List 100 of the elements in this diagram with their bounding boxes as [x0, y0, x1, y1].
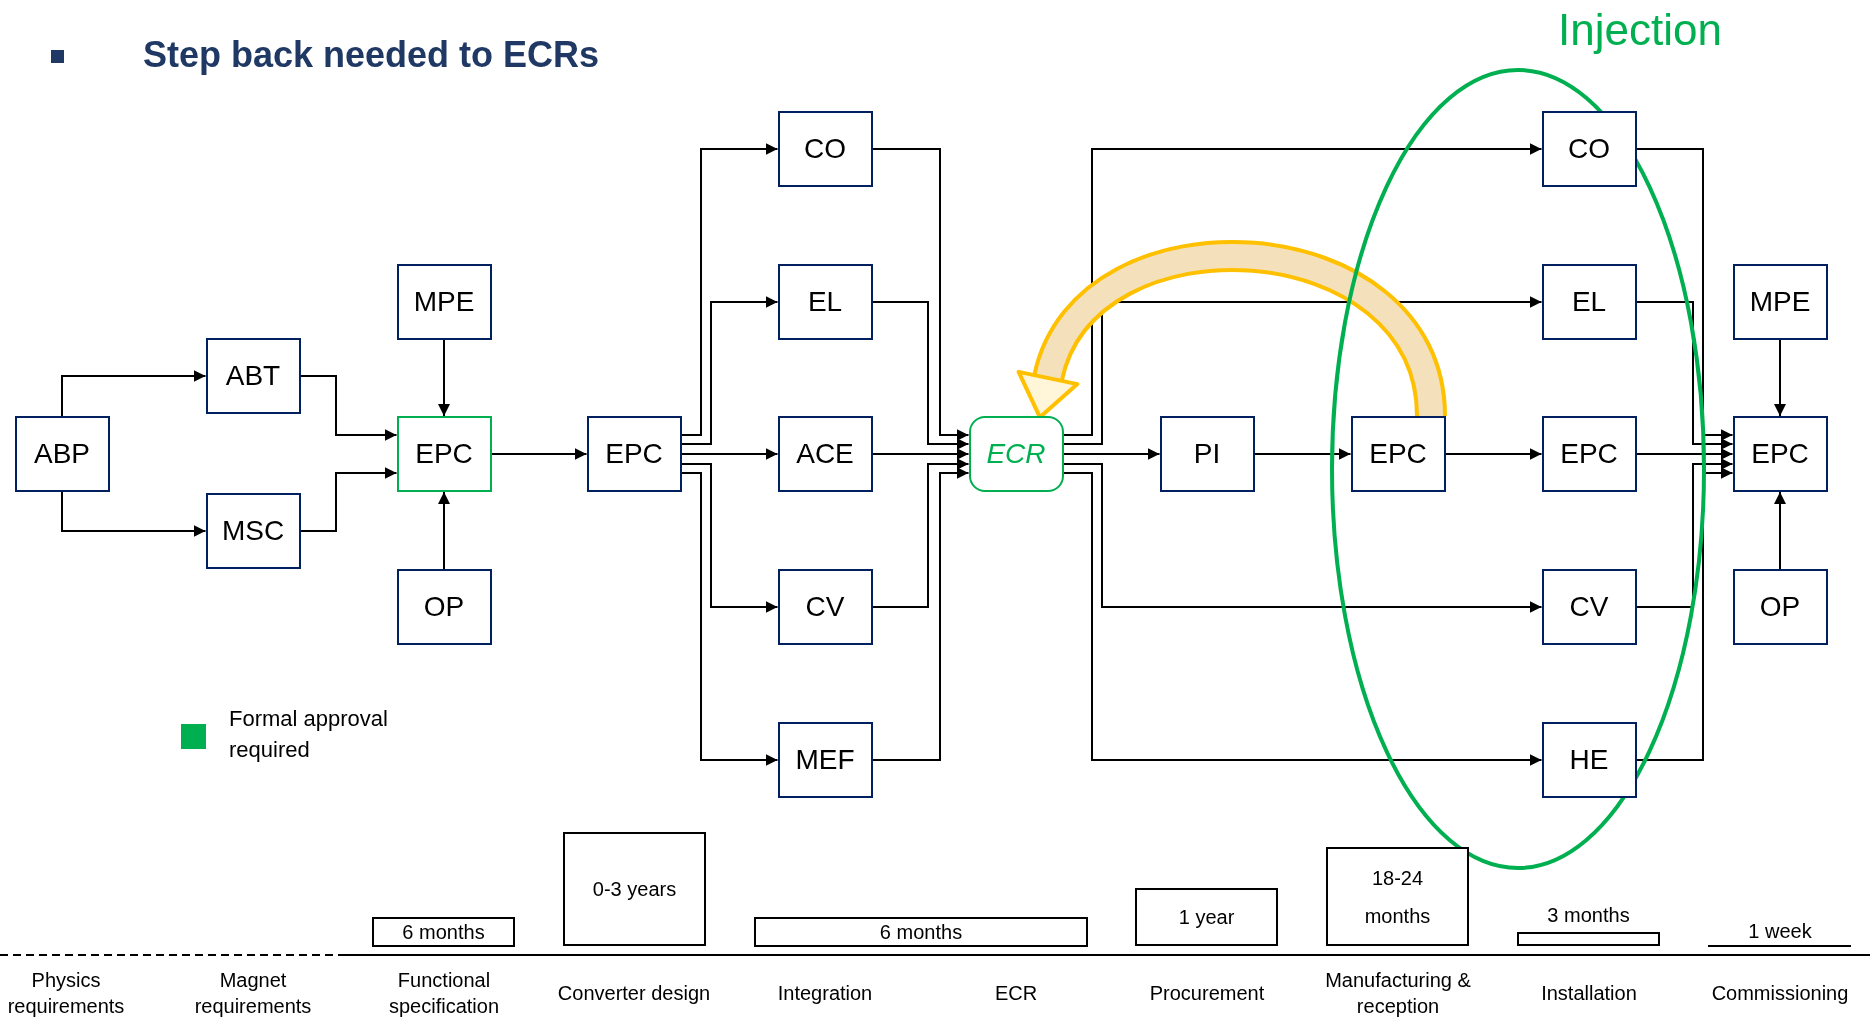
arrow	[1062, 472, 1543, 766]
box-label: PI	[1193, 438, 1221, 470]
arrow	[1253, 448, 1352, 460]
arrow	[1062, 463, 1543, 613]
process-box	[1541, 264, 1637, 340]
arrow	[871, 448, 970, 460]
arrow	[871, 458, 970, 608]
box-label: CO	[804, 133, 846, 165]
duration-label: 1 week	[1747, 919, 1813, 944]
arrow	[871, 467, 970, 761]
duration-label: 1 year	[1178, 905, 1235, 929]
arrow	[1635, 458, 1734, 608]
box-label: ECR	[986, 438, 1046, 470]
phase-label: Procurement	[1148, 981, 1266, 1006]
phase-label: Physics requirements	[6, 968, 126, 1019]
duration-label: 0-3 years	[592, 877, 677, 901]
process-box	[1350, 416, 1446, 492]
arrow	[1635, 448, 1734, 460]
box-label: ABP	[34, 438, 90, 470]
box-label: EPC	[1751, 438, 1809, 470]
arrow	[1444, 448, 1543, 460]
curved-arrow	[1017, 240, 1447, 419]
process-box	[1732, 264, 1828, 340]
duration-label: 18-24 months	[1363, 865, 1432, 929]
duration-box	[1326, 847, 1469, 946]
duration-bar	[1517, 931, 1660, 946]
box-label: ACE	[796, 438, 854, 470]
process-box	[205, 338, 301, 414]
phase-label: Commissioning	[1710, 981, 1850, 1006]
process-box	[777, 569, 873, 645]
process-box	[14, 416, 110, 492]
duration-box	[563, 832, 706, 946]
arrow	[680, 472, 779, 766]
box-label: CV	[1569, 591, 1609, 623]
box-label: EL	[807, 286, 843, 318]
duration-label: 6 months	[879, 920, 963, 944]
arrow	[680, 463, 779, 613]
process-box	[777, 722, 873, 798]
arrow	[1062, 448, 1161, 460]
arrow	[438, 491, 450, 570]
process-box	[1159, 416, 1255, 492]
box-label: EPC	[605, 438, 663, 470]
duration-box	[754, 917, 1088, 947]
box-label: CO	[1568, 133, 1610, 165]
box-label: MEF	[795, 744, 855, 776]
box-label: EPC	[415, 438, 473, 470]
box-label: EPC	[1369, 438, 1427, 470]
arrow	[680, 448, 779, 460]
arrow	[871, 301, 970, 450]
phase-label: Functional specification	[387, 968, 501, 1019]
box-label: ABT	[225, 360, 281, 392]
process-box	[205, 493, 301, 569]
process-box	[1541, 416, 1637, 492]
arrow	[1635, 148, 1734, 441]
box-label: EPC	[1560, 438, 1618, 470]
arrow	[299, 375, 398, 441]
arrow	[1774, 339, 1786, 417]
process-box	[777, 111, 873, 187]
process-box	[777, 416, 873, 492]
phase-label: Magnet requirements	[193, 968, 313, 1019]
ecr-box	[968, 416, 1064, 492]
duration-box	[372, 917, 515, 947]
process-box	[396, 569, 492, 645]
phase-label: Integration	[776, 981, 874, 1006]
arrow	[490, 448, 588, 460]
process-box	[777, 264, 873, 340]
legend-label: Formal approval required	[229, 705, 389, 764]
phase-label: Converter design	[556, 981, 712, 1006]
box-label: OP	[423, 591, 465, 623]
arrow	[61, 491, 207, 537]
arrow	[61, 370, 207, 417]
box-label: EL	[1571, 286, 1607, 318]
phase-label: ECR	[993, 981, 1039, 1006]
duration-label: 6 months	[402, 920, 485, 944]
box-label: OP	[1759, 591, 1801, 623]
arrow	[871, 148, 970, 441]
page-title: Step back needed to ECRs	[143, 34, 600, 76]
arrow	[680, 296, 779, 445]
box-label: MSC	[221, 515, 285, 547]
process-box	[1732, 569, 1828, 645]
box-label: HE	[1569, 744, 1609, 776]
process-box	[1541, 111, 1637, 187]
box-label: MPE	[1749, 286, 1811, 318]
arrow	[680, 143, 779, 436]
phase-label: Installation	[1540, 981, 1638, 1006]
phase-label: Manufacturing & reception	[1324, 968, 1472, 1019]
process-box	[396, 264, 492, 340]
process-box	[1541, 569, 1637, 645]
duration-label: 3 months	[1546, 903, 1631, 927]
approval-box	[396, 416, 492, 492]
process-box	[1732, 416, 1828, 492]
duration-box	[1135, 888, 1278, 946]
process-box	[586, 416, 682, 492]
box-label: MPE	[413, 286, 475, 318]
arrow	[1774, 491, 1786, 570]
arrow	[299, 467, 398, 532]
arrow	[438, 339, 450, 417]
group-heading: Injection	[1557, 5, 1723, 55]
arrow	[1062, 296, 1543, 445]
process-box	[1541, 722, 1637, 798]
